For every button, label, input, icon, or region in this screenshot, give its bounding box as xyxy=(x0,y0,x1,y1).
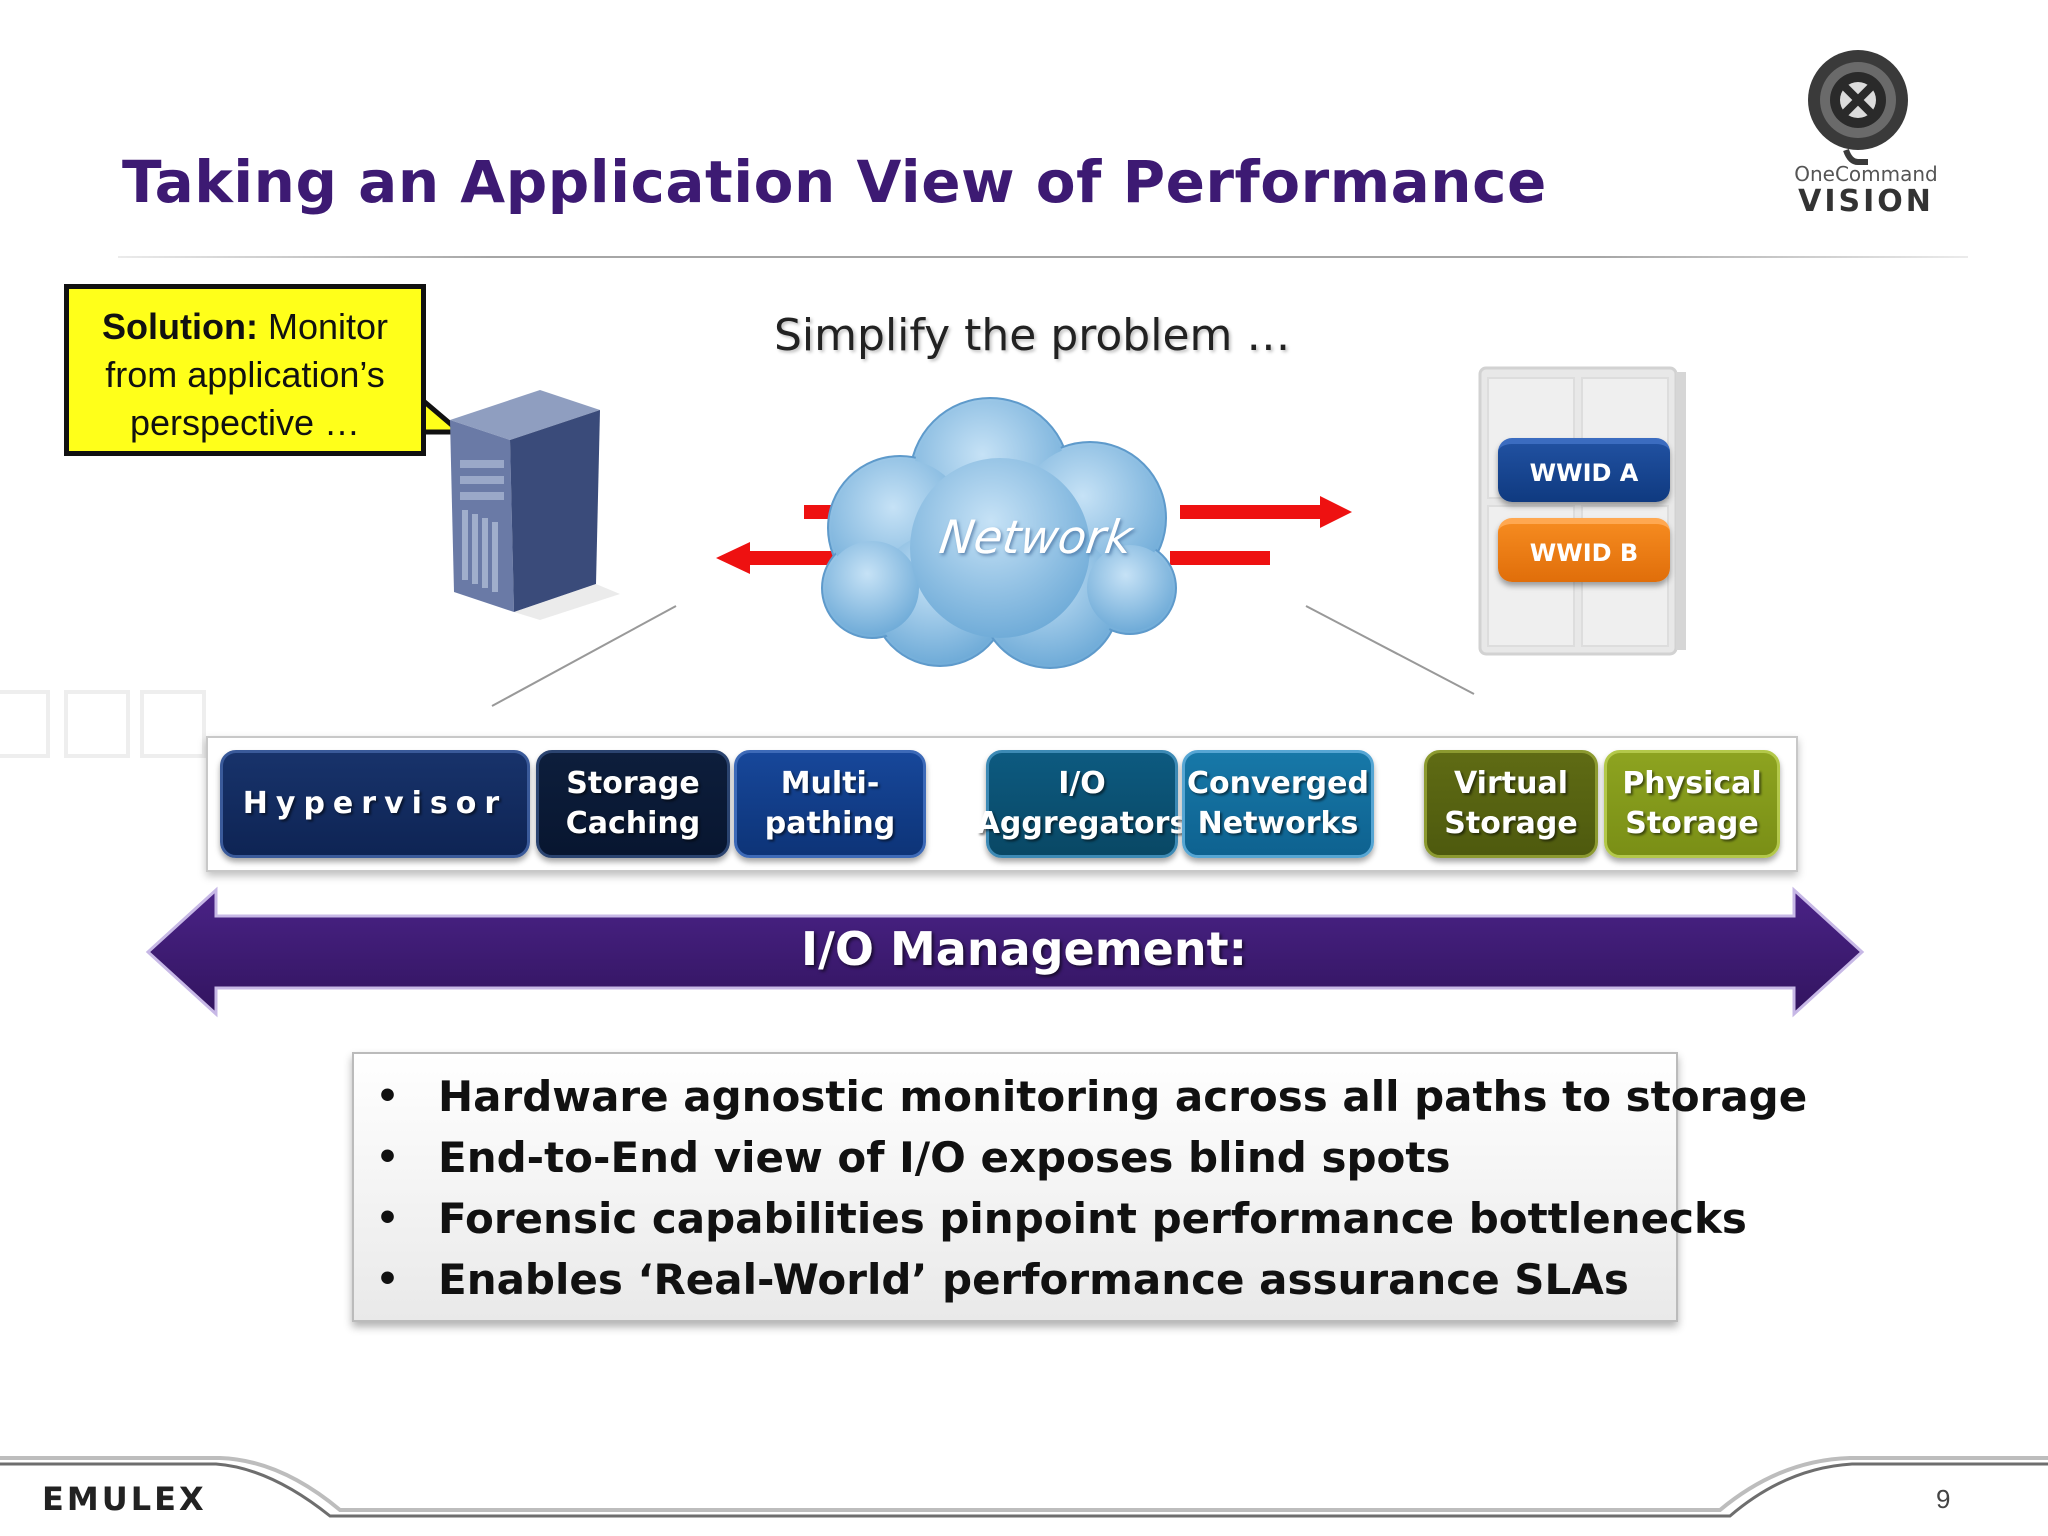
server-icon xyxy=(450,390,620,620)
list-item: • Hardware agnostic monitoring across all… xyxy=(354,1066,1807,1127)
bullet-text: End-to-End view of I/O exposes blind spo… xyxy=(438,1133,1451,1182)
list-item: • End-to-End view of I/O exposes blind sp… xyxy=(354,1127,1676,1188)
decorative-squares xyxy=(0,690,206,758)
emulex-logo: EMULEX xyxy=(42,1480,207,1518)
slide-title: Taking an Application View of Performanc… xyxy=(122,148,1547,216)
title-divider xyxy=(118,256,1968,258)
chip-label-line1: Multi- xyxy=(780,766,880,801)
chip-label-line2: pathing xyxy=(764,806,896,841)
page-number: 9 xyxy=(1936,1484,1951,1514)
footer-swoosh xyxy=(0,1456,2048,1518)
callout-line2: from application’s xyxy=(105,354,385,395)
chip-label-line2: Storage xyxy=(1625,806,1759,841)
chip-label-line1: Virtual xyxy=(1453,766,1568,801)
bullet-icon: • xyxy=(376,1137,400,1178)
diagram-subtitle: Simplify the problem … xyxy=(774,310,1291,361)
chip-multipathing: Multi-pathing xyxy=(734,750,926,858)
logo-bottom-text: VISION xyxy=(1798,184,1934,219)
callout-line3: perspective … xyxy=(129,402,361,443)
chip-label: Hypervisor xyxy=(242,786,508,821)
bullet-text: Enables ‘Real-World’ performance assuran… xyxy=(438,1255,1629,1304)
chip-label-line1: Physical xyxy=(1622,766,1762,801)
chip-label-line2: Storage xyxy=(1444,806,1578,841)
callout-bold: Solution: xyxy=(102,306,258,347)
benefits-box: • Hardware agnostic monitoring across all… xyxy=(352,1052,1807,1322)
storage-array-icon xyxy=(1478,366,1686,656)
chip-label-line1: Storage xyxy=(566,766,700,801)
onecommand-vision-logo xyxy=(1808,50,1908,165)
io-management-arrow xyxy=(145,886,1865,1018)
benefits-list: • Hardware agnostic monitoring across all… xyxy=(354,1054,1807,1310)
logo-eye-icon xyxy=(1808,50,1908,165)
callout-line1: Monitor xyxy=(257,306,388,347)
bullet-icon: • xyxy=(376,1076,400,1117)
wwid-b-disk: WWID B xyxy=(1498,518,1670,582)
bullet-icon: • xyxy=(376,1198,400,1239)
logo-top-text: OneCommand xyxy=(1794,162,1938,186)
chip-io-aggregators: I/O Aggregators xyxy=(977,750,1187,858)
wwid-a-disk: WWID A xyxy=(1498,438,1670,502)
bullet-text: Forensic capabilities pinpoint performan… xyxy=(438,1194,1747,1243)
connector-lines xyxy=(491,605,1475,707)
network-label: Network xyxy=(936,510,1136,564)
io-management-label: I/O Management: xyxy=(800,922,1248,976)
network-cloud-icon xyxy=(821,397,1177,669)
list-item: • Enables ‘Real-World’ performance assura… xyxy=(354,1249,1676,1310)
list-item: • Forensic capabilities pinpoint performa… xyxy=(354,1188,1747,1249)
solution-callout: Solution: Monitor from application’s per… xyxy=(64,284,426,456)
chip-label-line1: I/O xyxy=(1058,766,1106,801)
chip-hypervisor: Hypervisor xyxy=(220,750,530,858)
bullet-icon: • xyxy=(376,1259,400,1300)
chip-label-line1: Converged xyxy=(1187,766,1369,801)
bullet-text: Hardware agnostic monitoring across all … xyxy=(438,1072,1808,1121)
chip-label-line2: Networks xyxy=(1197,806,1359,841)
chip-label-line2: Caching xyxy=(565,806,701,841)
chip-label-line2: Aggregators xyxy=(976,806,1188,841)
